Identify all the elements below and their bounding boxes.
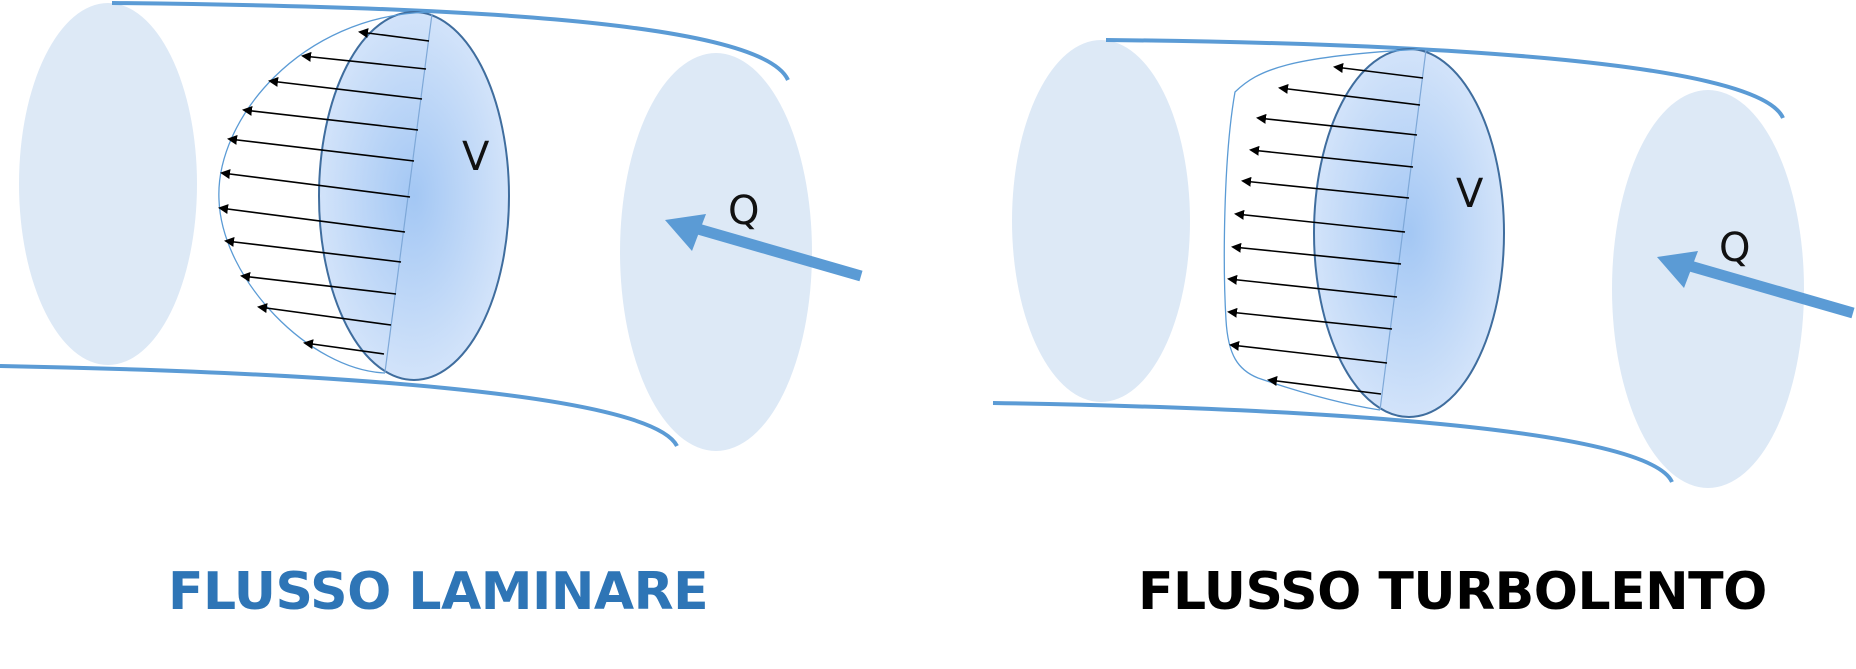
velocity-vectors: [218, 28, 430, 355]
velocity-vector-arrow: [257, 303, 392, 326]
pipe-outlet-section: [1012, 40, 1190, 402]
velocity-vector-arrow: [1267, 376, 1382, 395]
flow-rate-label: Q: [728, 188, 759, 234]
velocity-vector-arrow: [1256, 113, 1418, 136]
pipe-inlet-section: [1612, 90, 1804, 488]
velocity-vector-arrow: [1231, 242, 1402, 265]
profile-diameter-line: [384, 13, 433, 373]
pipe-bottom-edge: [0, 364, 679, 448]
velocity-vector-arrow: [358, 28, 430, 42]
velocity-vector-arrow: [218, 204, 406, 233]
pipe-outlet-section: [19, 3, 197, 365]
flow-rate-label: Q: [1719, 225, 1750, 271]
velocity-vector-arrow: [303, 339, 385, 355]
velocity-vector-arrow: [240, 271, 397, 295]
velocity-profile-ellipse: [1313, 48, 1505, 418]
pipe-inlet-section: [620, 53, 812, 451]
pipe-top-edge: [111, 1, 790, 81]
laminar-caption: FLUSSO LAMINARE: [168, 562, 709, 622]
velocity-vector-arrow: [1333, 63, 1424, 79]
velocity-vector-arrow: [220, 169, 411, 198]
velocity-vector-arrow: [1227, 307, 1393, 330]
flow-direction-arrow: [1657, 251, 1855, 319]
velocity-label: V: [462, 134, 490, 180]
velocity-vectors: [1227, 63, 1424, 395]
profile-diameter-line: [1379, 49, 1427, 411]
turbulent-caption: FLUSSO TURBOLENTO: [1138, 562, 1767, 622]
velocity-vector-arrow: [1234, 209, 1406, 233]
velocity-vector-arrow: [224, 236, 402, 263]
pipe-bottom-edge: [992, 401, 1674, 483]
velocity-vector-arrow: [1278, 84, 1421, 106]
velocity-vector-arrow: [1229, 340, 1388, 364]
velocity-vector-arrow: [1227, 274, 1398, 298]
velocity-vector-arrow: [1241, 176, 1410, 199]
velocity-vector-arrow: [1249, 145, 1414, 168]
velocity-vector-arrow: [268, 76, 423, 100]
velocity-label: V: [1456, 171, 1484, 217]
turbulent-flow-illustration: V Q: [992, 38, 1855, 488]
velocity-vector-arrow: [242, 105, 419, 131]
laminar-flow-panel: V Q FLUSSO LAMINARE: [0, 1, 863, 622]
velocity-profile-ellipse: [318, 11, 510, 381]
flattened-envelope: [1223, 48, 1426, 411]
velocity-vector-arrow: [301, 51, 427, 70]
flow-direction-arrow: [665, 214, 863, 282]
laminar-flow-illustration: V Q: [0, 1, 863, 451]
turbulent-flow-panel: V Q FLUSSO TURBOLENTO: [928, 0, 1856, 669]
pipe-top-edge: [1105, 38, 1785, 119]
velocity-vector-arrow: [227, 134, 415, 162]
